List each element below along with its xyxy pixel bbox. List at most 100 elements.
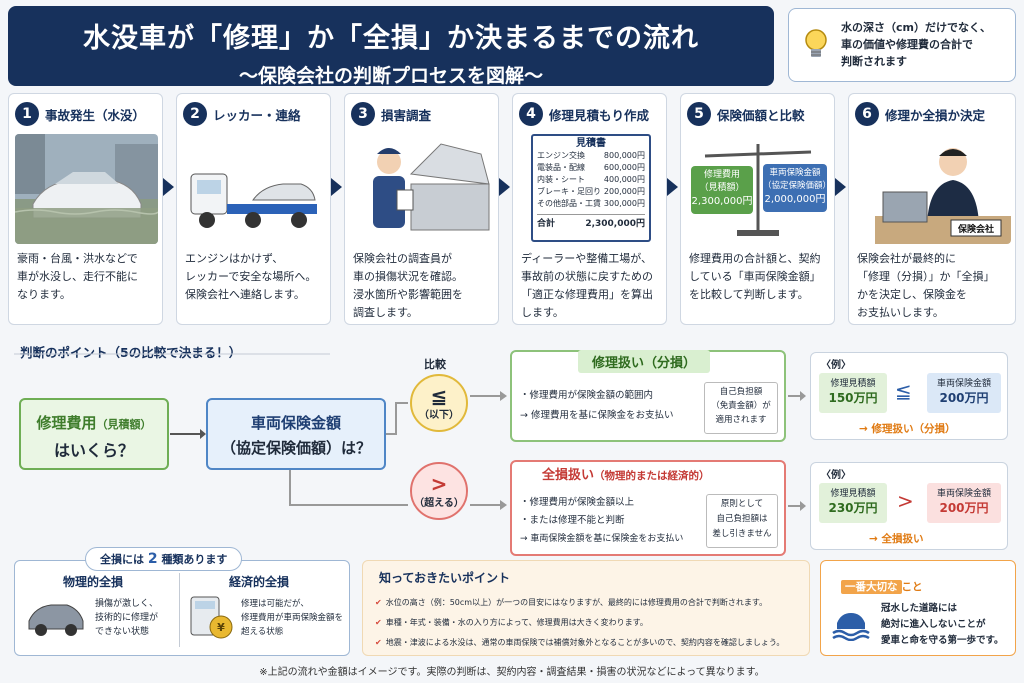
estimate-amount: 400,000円 [603, 175, 645, 184]
page-subtitle: ～保険会社の判断プロセスを図解～ [238, 65, 543, 87]
physical-desc-line: 損傷が激しく、 [95, 599, 159, 609]
balance-scale-illustration: 修理費用 （見積額） 2,300,000円 車両保険金額 （協定保険価額） 2,… [687, 134, 830, 244]
step-desc-line: します。 [521, 306, 564, 319]
types-title-pre: 全損には [100, 553, 144, 566]
step-number: 4 [519, 102, 543, 126]
le-circle: ≦ （以下） [410, 374, 468, 432]
le-symbol: ≦ [430, 383, 448, 408]
step-title: 保険価額と比較 [717, 107, 805, 123]
example-result: → 修理扱い（分損） [859, 423, 956, 435]
physical-desc-line: 技術的に修理が [95, 613, 159, 623]
step-desc-line: お支払いします。 [857, 306, 944, 319]
step-number: 6 [855, 102, 879, 126]
step-desc-line: 保険会社へ連絡します。 [185, 288, 305, 301]
insurer-illustration: 保険会社 [855, 134, 1011, 244]
step-desc-line: エンジンはかけず、 [185, 252, 284, 265]
scale-left-label: 修理費用 [703, 170, 740, 180]
estimate-item: 内装・シート [537, 175, 585, 184]
le-text: （以下） [419, 409, 459, 421]
repair-note-line: 適用されます [715, 415, 767, 425]
vehicle-insurance-box: 車両保険金額 （協定保険価額）は？ [206, 398, 386, 470]
physical-title: 物理的全損 [63, 575, 124, 589]
point-item: 車種・年式・装備・水の入り方によって、修理費用は大きく変わります。 [385, 618, 648, 627]
step-number: 2 [183, 102, 207, 126]
step-desc-line: 「修理（分損）」か「全損」 [857, 270, 995, 283]
example-right-value: 200万円 [939, 391, 989, 405]
estimate-item: エンジン交換 [537, 151, 585, 160]
vehicle-label: 車両保険金額 [250, 414, 341, 432]
total-result-title: 全損扱い [542, 468, 595, 483]
step-desc-line: なります。 [17, 288, 71, 301]
total-note-line: 原則として [720, 499, 764, 509]
points-title: 知っておきたいポイント [379, 571, 511, 585]
example-symbol: ≦ [895, 379, 912, 403]
step-title: 事故発生（水没） [45, 107, 146, 123]
step-2-card: 2 レッカー・連絡 エンジンはかけず、 レッカーで安全な場所へ。 保険会社へ連絡し… [176, 93, 331, 325]
economic-desc-line: 超える状態 [241, 627, 284, 637]
point-item: 水位の高さ（例：50cm以上）が一つの目安にはなりますが、最終的には修理費用の合… [385, 598, 768, 607]
point-item: 地震・津波による水没は、通常の車両保険では補償対象外となることが多いので、契約内… [385, 638, 785, 647]
scale-left-sub: （見積額） [699, 183, 745, 193]
scale-right-sub: （協定保険価額） [763, 181, 830, 191]
tip-line: 判断されます [841, 55, 907, 68]
important-tag2: こと [901, 581, 923, 593]
step-5-card: 5 保険価額と比較 修理費用 （見積額） 2,300,000円 車両保険金額 （協… [680, 93, 835, 325]
repair-cost-question: はいくら？ [53, 441, 134, 460]
arrow-right-icon [667, 178, 678, 196]
repair-cost-box: 修理費用（見積額） はいくら？ [19, 398, 169, 470]
divider [179, 573, 180, 647]
example-symbol: > [897, 489, 914, 513]
example-right-label: 車両保険金額 [936, 379, 991, 389]
gt-symbol: > [430, 471, 448, 496]
repair-result-sub: （分損） [644, 356, 697, 371]
estimate-total-label: 合計 [537, 219, 556, 229]
step-desc-line: 「適正な修理費用」を算出 [521, 288, 653, 301]
step-desc-line: 保険会社の調査員が [353, 252, 452, 265]
estimate-amount: 600,000円 [603, 163, 645, 172]
step-desc-line: レッカーで安全な場所へ。 [185, 270, 317, 283]
repair-result-line: ・修理費用が保険金額の範囲内 [520, 390, 654, 401]
example-label: 〈例〉 [821, 470, 851, 481]
repair-result-title: 修理扱い [592, 356, 645, 371]
lightbulb-icon [805, 29, 827, 57]
step-number: 5 [687, 102, 711, 126]
total-result-sub: （物理的または経済的） [594, 470, 710, 482]
important-box: 一番大切なこと 冠水した道路には 絶対に進入しないことが 愛車と命を守る第一歩で… [820, 560, 1016, 656]
arrow-right-icon [835, 178, 846, 196]
step-desc-line: 修理費用の合計額と、契約 [689, 252, 821, 265]
flooded-car-illustration [15, 134, 158, 244]
economic-title: 経済的全損 [229, 575, 290, 589]
estimate-amount: 800,000円 [603, 151, 645, 160]
judgement-title: 判断のポイント（5の比較で決まる！） [20, 345, 242, 360]
arrow-right-icon [331, 178, 342, 196]
example-left-label: 修理見積額 [830, 379, 876, 389]
estimate-amount: 200,000円 [603, 187, 645, 196]
step-desc-line: 豪雨・台風・洪水などで [17, 252, 138, 265]
insurer-nameplate: 保険会社 [957, 223, 994, 235]
scale-left-value: 2,300,000円 [691, 196, 753, 207]
step-desc-line: 浸水箇所や影響範囲を [353, 288, 463, 301]
example-left-value: 230万円 [828, 501, 878, 515]
estimate-item: 電装品・配線 [537, 163, 585, 172]
example-left-value: 150万円 [828, 391, 878, 405]
compare-label: 比較 [424, 358, 446, 371]
arrow-right-icon [163, 178, 174, 196]
important-tag: 一番大切な [841, 580, 902, 594]
example-right-value: 200万円 [939, 501, 989, 515]
tip-box: 水の深さ（cm）だけでなく、 車の価値や修理費の合計で 判断されます [788, 8, 1016, 82]
points-box: 知っておきたいポイント ✔水位の高さ（例：50cm以上）が一つの目安にはなります… [362, 560, 810, 656]
important-line: 絶対に進入しないことが [881, 619, 986, 630]
repair-result-box: 修理扱い（分損） ・修理費用が保険金額の範囲内 → 修理費用を基に保険金をお支払… [510, 350, 786, 442]
step-title: 損害調査 [381, 107, 432, 123]
step-desc-line: 車の損傷状況を確認。 [353, 270, 463, 283]
total-result-line: ・修理費用が保険金額以上 [520, 497, 635, 508]
step-title: レッカー・連絡 [213, 107, 301, 123]
physical-desc-line: できない状態 [95, 627, 150, 637]
flooded-car-warning-icon [832, 613, 870, 641]
arrow-right-icon [499, 178, 510, 196]
calculator-yen-icon: ¥ [190, 596, 233, 639]
